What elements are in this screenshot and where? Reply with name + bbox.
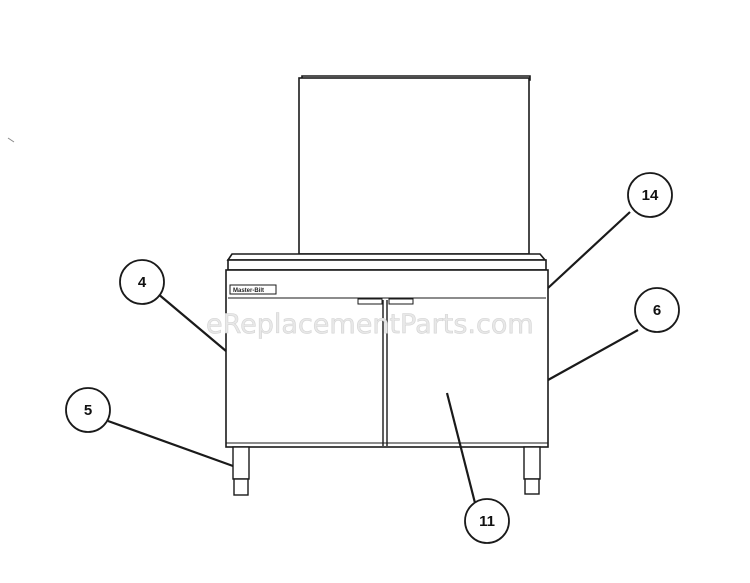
upper-unit-body (298, 77, 530, 255)
leader-4 (156, 292, 227, 352)
upper-unit (298, 75, 531, 255)
leg-right-foot (524, 478, 540, 495)
cabinet-top (226, 253, 547, 261)
nameplate-box (229, 284, 277, 295)
leg-left-foot (233, 478, 249, 496)
callout-14-circle (627, 172, 673, 218)
legs (232, 446, 541, 496)
base-cabinet (225, 253, 549, 448)
callout-11-circle (464, 498, 510, 544)
leg-left-upper (232, 446, 250, 480)
callout-6-label: 6 (653, 302, 661, 319)
callout-14-label: 14 (642, 187, 659, 204)
stray-mark (7, 137, 15, 143)
left-door-handle (357, 298, 383, 305)
leader-11 (445, 392, 477, 504)
leg-right-upper (523, 446, 541, 480)
cabinet-front-rail (227, 259, 547, 271)
callout-5-label: 5 (84, 402, 92, 419)
callout-11-label: 11 (479, 513, 495, 530)
leader-lines (107, 211, 639, 504)
callouts (65, 172, 680, 544)
leader-6 (547, 329, 639, 381)
callout-4-label: 4 (138, 274, 147, 291)
leader-14 (547, 211, 631, 289)
nameplate-text: Master-Bilt (233, 288, 264, 294)
callout-6-circle (634, 287, 680, 333)
right-door-handle (388, 298, 414, 305)
callout-4-circle (119, 259, 165, 305)
callout-5-circle (65, 387, 111, 433)
leader-5 (107, 419, 234, 468)
watermark: eReplacementParts.com (206, 309, 534, 340)
